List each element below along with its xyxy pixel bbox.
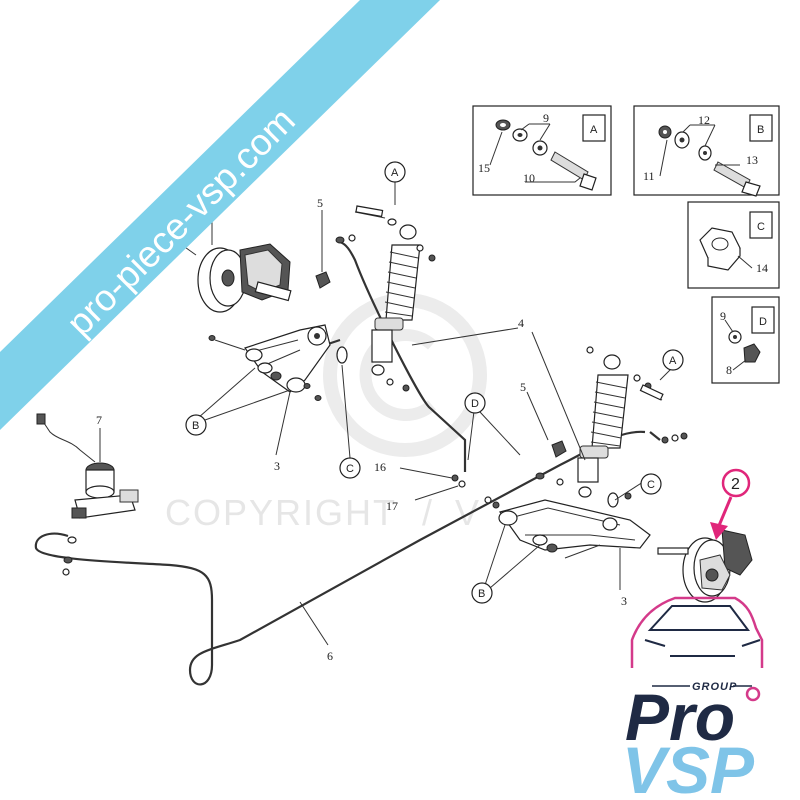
callout-4: 4 — [518, 316, 524, 330]
logo-vsp-text: VSP — [622, 733, 755, 800]
detail-c-part-14: 14 — [756, 261, 768, 275]
detail-box-c: C 14 — [687, 201, 780, 289]
detail-box-a: A 9 15 10 — [472, 105, 612, 196]
callout-3-right: 3 — [621, 594, 627, 608]
callout-3-left: 3 — [274, 459, 280, 473]
ref-d: D — [471, 398, 479, 410]
callout-5-right: 5 — [520, 380, 526, 394]
logo-group-text: GROUP — [692, 681, 737, 693]
highlight-callout-2: 2 — [710, 468, 751, 540]
ref-b-right: B — [478, 588, 485, 600]
detail-box-b-letter: B — [757, 124, 764, 136]
logo-pro-text: Pro — [625, 680, 735, 754]
ref-c-left: C — [346, 463, 354, 475]
svg-text:V: V — [455, 492, 481, 533]
svg-text:/: / — [422, 492, 434, 533]
detail-a-part-10: 10 — [523, 171, 535, 185]
detail-b-part-11: 11 — [643, 169, 655, 183]
left-suspension-arm — [208, 324, 331, 401]
detail-box-d-letter: D — [759, 316, 767, 328]
detail-box-c-letter: C — [757, 221, 765, 233]
detail-d-part-8: 8 — [726, 363, 732, 377]
master-cylinder — [36, 413, 139, 576]
nut-icon — [745, 686, 761, 702]
right-suspension-arm — [484, 496, 651, 559]
detail-d-part-9: 9 — [720, 309, 726, 323]
copyright-text: COPYRIGHT — [165, 492, 397, 533]
reference-circles: A A B B C C D — [185, 161, 684, 604]
callout-6: 6 — [327, 649, 333, 663]
car-silhouette-icon — [630, 596, 764, 668]
brake-line-6 — [34, 240, 646, 686]
detail-a-part-15: 15 — [478, 161, 490, 175]
hardware-bolts — [315, 205, 688, 508]
detail-a-part-9: 9 — [543, 111, 549, 125]
callout-16: 16 — [374, 460, 386, 474]
right-brake-assembly — [657, 529, 753, 603]
detail-box-a-letter: A — [590, 124, 598, 136]
detail-b-part-12: 12 — [698, 113, 710, 127]
detail-box-b: B 12 11 13 — [633, 105, 780, 197]
leader-lines — [99, 182, 673, 646]
detail-box-d: D 9 8 — [711, 296, 780, 384]
ref-b-left: B — [192, 420, 199, 432]
provsp-logo: GROUP Pro VSP — [622, 596, 764, 800]
callout-17: 17 — [386, 499, 398, 513]
highlight-number: 2 — [731, 476, 740, 493]
left-brake-assembly — [174, 239, 292, 313]
ref-a-top: A — [391, 167, 399, 179]
detail-b-part-13: 13 — [746, 153, 758, 167]
ref-c-right: C — [647, 479, 655, 491]
ref-a-right: A — [669, 355, 677, 367]
callout-7: 7 — [96, 413, 102, 427]
callout-5-left: 5 — [317, 196, 323, 210]
left-shock-absorber — [354, 211, 436, 376]
right-shock-absorber — [577, 346, 663, 498]
banner-url-text: pro-piece-vsp.com — [59, 99, 303, 343]
